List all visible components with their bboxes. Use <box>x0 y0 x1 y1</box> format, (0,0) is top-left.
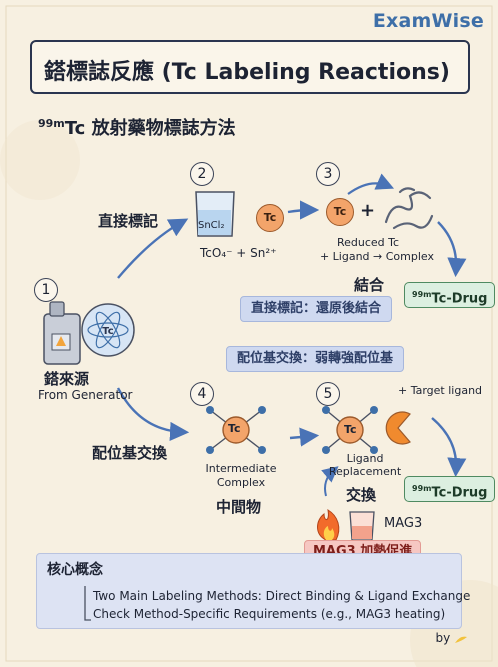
footer-by-text: by <box>435 631 451 645</box>
flame-beaker-icon <box>317 509 375 541</box>
intermediate-complex-icon <box>206 406 266 454</box>
step-4-number: 4 <box>190 382 214 406</box>
drug-sup: 99m <box>412 290 432 299</box>
page-title: 鎝標誌反應 (Tc Labeling Reactions) <box>44 60 450 85</box>
target-ligand-label: + Target ligand <box>398 384 483 397</box>
drug-text: Tc-Drug <box>431 291 488 307</box>
step-2-tc-ball: Tc <box>256 204 284 232</box>
footer-by: by <box>435 631 468 645</box>
concept-bracket <box>84 586 91 621</box>
section-title: 99mTc 放射藥物標誌方法 <box>38 114 236 140</box>
step-3-label-zh: 結合 <box>354 276 385 294</box>
step-5-line2: Replacement <box>328 465 402 478</box>
step-5-line1: Ligand <box>346 452 384 465</box>
route-direct-label: 直接標記 <box>98 212 159 230</box>
route-exchange-label: 配位基交換 <box>92 444 168 462</box>
svg-text:Tc: Tc <box>102 326 113 337</box>
concept-line-2: Check Method-Specific Requirements (e.g.… <box>93 607 446 621</box>
arrow-step5-to-drug <box>431 417 467 478</box>
exchange-banner: 配位基交換：弱轉強配位基 <box>226 346 405 372</box>
step-3-line1: Reduced Tc <box>336 236 400 249</box>
sncl2-label: SnCl₂ <box>198 220 225 231</box>
arrow-generator-to-step4 <box>116 387 190 442</box>
step-2-number: 2 <box>190 162 214 186</box>
step-3-tc-ball: Tc <box>326 198 354 226</box>
generator-label-zh: 鎝來源 <box>44 370 90 388</box>
arrow-step3-to-drug <box>437 221 467 278</box>
section-sup: 99m <box>38 117 65 130</box>
arrow-step4-to-step5 <box>289 427 320 447</box>
ligand-molecule-icon <box>384 187 434 230</box>
arrow-step2-to-step3 <box>287 200 320 220</box>
concept-title: 核心概念 <box>47 562 103 578</box>
mag3-label: MAG3 <box>384 516 423 531</box>
drug-badge-top: 99mTc-Drug <box>404 282 496 308</box>
generator-icon: Tc <box>43 301 135 365</box>
concept-line-1: Two Main Labeling Methods: Direct Bindin… <box>93 589 471 603</box>
step-5-number: 5 <box>316 382 340 406</box>
ligand-replacement-icon <box>322 406 411 454</box>
step-4-tc-label: Tc <box>228 422 241 435</box>
step-4-line1: Intermediate <box>205 462 277 475</box>
step-3-line2: + Ligand → Complex <box>319 250 435 263</box>
generator-label-en: From Generator <box>38 388 133 402</box>
brand-logo: ExamWise <box>372 10 484 32</box>
step-4-label-zh: 中間物 <box>216 498 262 516</box>
section-text: Tc 放射藥物標誌方法 <box>64 118 236 139</box>
arrow-step3-loop <box>347 173 395 195</box>
drug-badge-bottom: 99mTc-Drug <box>404 476 496 502</box>
arrow-generator-to-step2 <box>117 218 189 279</box>
direct-banner: 直接標記：還原後結合 <box>240 296 393 322</box>
author-mark-icon <box>455 636 467 643</box>
drug-sup-2: 99m <box>412 484 432 493</box>
drug-text-2: Tc-Drug <box>431 485 488 501</box>
step-5-label-zh: 交換 <box>346 486 377 504</box>
step-4-line2: Complex <box>216 476 266 489</box>
step-3-number: 3 <box>316 162 340 186</box>
arrow-mag3-heat <box>321 466 339 497</box>
step-3-plus: + <box>360 200 376 221</box>
step-2-reaction: TcO₄⁻ + Sn²⁺ <box>200 246 277 260</box>
step-5-tc-label: Tc <box>344 423 357 436</box>
title-box: 鎝標誌反應 (Tc Labeling Reactions) <box>30 40 470 94</box>
step-1-number: 1 <box>34 278 58 302</box>
sncl2-beaker-icon <box>195 191 235 237</box>
concept-box: 核心概念 Two Main Labeling Methods: Direct B… <box>36 553 470 629</box>
